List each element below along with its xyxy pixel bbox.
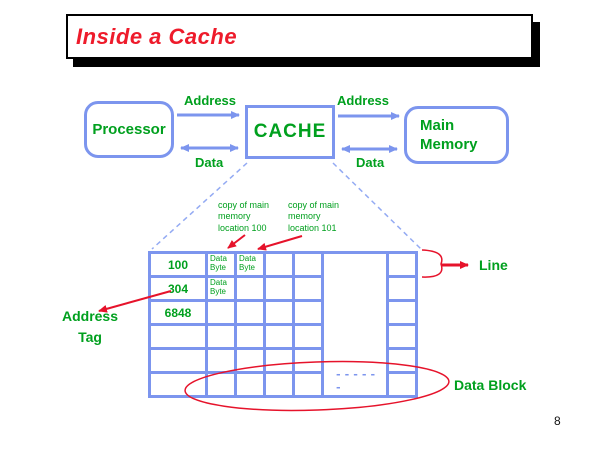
address-label-left: Address	[184, 93, 237, 108]
copy-note-101: copy of main memory location 101	[288, 200, 340, 233]
cache-data-cell	[295, 374, 321, 395]
address-tag-cell	[151, 374, 205, 395]
note-arrow-100	[227, 234, 246, 249]
address-tag-cell: 304	[151, 278, 205, 299]
address-tag-cell: 6848	[151, 302, 205, 323]
cache-data-cell	[295, 326, 321, 347]
main-memory-box: Main Memory	[404, 106, 509, 164]
cache-data-cell	[208, 374, 234, 395]
main-memory-label: Main Memory	[420, 116, 478, 154]
cache-data-cell	[237, 302, 263, 323]
cache-label: CACHE	[253, 121, 327, 142]
processor-box: Processor	[84, 101, 174, 158]
line-brace	[421, 249, 443, 278]
cache-data-cell	[295, 350, 321, 371]
cache-data-cell	[208, 302, 234, 323]
cache-data-cell	[295, 254, 321, 275]
cache-data-cell	[295, 278, 321, 299]
data-block-column: ------	[324, 254, 386, 395]
cache-data-cell	[266, 254, 292, 275]
address-tag-cell: 100	[151, 254, 205, 275]
cache-data-cell: Data Byte	[208, 254, 234, 275]
cache-data-cell	[208, 350, 234, 371]
address-tag-cell	[151, 326, 205, 347]
cache-data-cell	[237, 278, 263, 299]
cache-data-cell	[389, 278, 415, 299]
ellipsis-dashes: ------	[335, 368, 379, 394]
title-box: Inside a Cache	[66, 14, 533, 59]
cache-data-cell	[389, 254, 415, 275]
cache-data-cell	[237, 374, 263, 395]
dashed-line-right	[332, 162, 422, 250]
slide-title: Inside a Cache	[76, 23, 238, 49]
cache-data-cell	[266, 278, 292, 299]
cache-data-cell	[295, 302, 321, 323]
data-block-label: Data Block	[454, 377, 527, 393]
address-tag-label: Address Tag	[61, 308, 119, 345]
address-label-right: Address	[337, 93, 390, 108]
cache-data-cell	[266, 302, 292, 323]
line-label: Line	[479, 257, 508, 273]
cache-data-cell	[389, 374, 415, 395]
cache-data-cell	[389, 302, 415, 323]
copy-note-100: copy of main memory location 100	[218, 200, 270, 233]
cache-data-cell	[266, 374, 292, 395]
note-arrow-101	[257, 235, 303, 251]
data-label-left: Data	[195, 155, 224, 170]
cache-data-cell	[237, 350, 263, 371]
data-label-right: Data	[356, 155, 385, 170]
cache-data-cell	[208, 326, 234, 347]
cache-data-cell: Data Byte	[237, 254, 263, 275]
cache-data-cell	[389, 326, 415, 347]
cache-box: CACHE	[245, 105, 335, 159]
page-number: 8	[554, 414, 561, 428]
processor-label: Processor	[92, 121, 166, 138]
address-tag-cell	[151, 350, 205, 371]
cache-data-cell	[266, 326, 292, 347]
cache-data-cell	[237, 326, 263, 347]
cache-data-cell	[266, 350, 292, 371]
cache-data-cell	[389, 350, 415, 371]
cache-data-cell: Data Byte	[208, 278, 234, 299]
